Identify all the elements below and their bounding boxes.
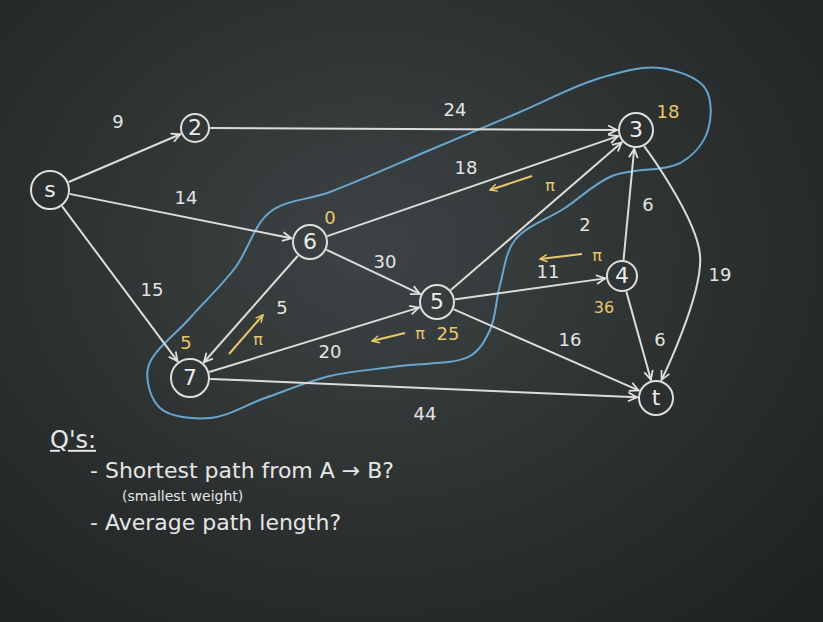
edge-weight: 18: [455, 158, 478, 178]
weighted-edge: [69, 134, 180, 181]
vertex-label: 7: [183, 367, 197, 389]
graph-vertex: 4: [606, 260, 638, 292]
edge-weight: 30: [374, 252, 397, 272]
graph-vertex: 2: [180, 113, 210, 143]
edge-weight: 15: [141, 280, 164, 300]
parent-mark: π: [545, 177, 555, 195]
graph-vertex: 6: [292, 224, 328, 260]
graph-vertex: s: [30, 170, 70, 210]
distance-value: 25: [437, 324, 460, 344]
edge-weight: 24: [444, 100, 467, 120]
graph-vertex: 7: [170, 358, 210, 398]
weighted-edge: [204, 256, 298, 362]
weighted-edge: [328, 136, 618, 236]
question-note: (smallest weight): [122, 489, 243, 504]
distance-value: 18: [657, 102, 680, 122]
parent-arrow: [372, 333, 405, 341]
vertex-label: 6: [303, 231, 317, 253]
weighted-edge: [211, 128, 617, 130]
weighted-edge: [456, 278, 605, 299]
edge-weight: 19: [709, 265, 732, 285]
distance-value: 5: [180, 333, 191, 353]
vertex-label: s: [44, 179, 55, 201]
graph-vertex: 5: [419, 284, 455, 320]
distance-value: 36: [594, 299, 614, 317]
edge-weight: 9: [112, 112, 123, 132]
edge-weight: 11: [537, 262, 560, 282]
weighted-edge: [210, 308, 419, 372]
parent-arrow: [540, 254, 582, 259]
weighted-edge: [627, 292, 651, 379]
parent-mark: π: [415, 325, 425, 343]
parent-mark: π: [592, 247, 602, 265]
weighted-edge: [454, 310, 638, 391]
graph-vertex: t: [638, 380, 674, 416]
edge-weight: 2: [579, 215, 590, 235]
parent-mark: π: [253, 331, 263, 349]
edge-weight: 44: [414, 404, 437, 424]
weighted-edge: [451, 142, 621, 289]
edge-weight: 6: [642, 195, 653, 215]
set-outline: [147, 68, 710, 419]
parent-arrow: [229, 315, 263, 354]
distance-value: 0: [324, 208, 335, 228]
edge-weight: 6: [654, 330, 665, 350]
vertex-label: 4: [615, 265, 629, 287]
question-heading: Q's:: [50, 427, 96, 453]
edge-weight: 5: [276, 298, 287, 318]
weighted-edge: [624, 149, 635, 259]
question-text: - Shortest path from A → B?: [90, 459, 394, 483]
edge-weight: 14: [175, 188, 198, 208]
edge-weight: 16: [559, 330, 582, 350]
weighted-edge: [645, 147, 701, 380]
edge-weight: 20: [319, 342, 342, 362]
weighted-edge: [211, 379, 637, 397]
question-text: - Average path length?: [90, 511, 341, 535]
weighted-edge: [327, 250, 420, 294]
vertex-label: 5: [430, 291, 444, 313]
vertex-label: 2: [188, 117, 202, 139]
weighted-edge: [63, 207, 178, 361]
graph-vertex: 3: [618, 112, 654, 148]
vertex-label: t: [652, 387, 661, 409]
vertex-label: 3: [629, 119, 643, 141]
